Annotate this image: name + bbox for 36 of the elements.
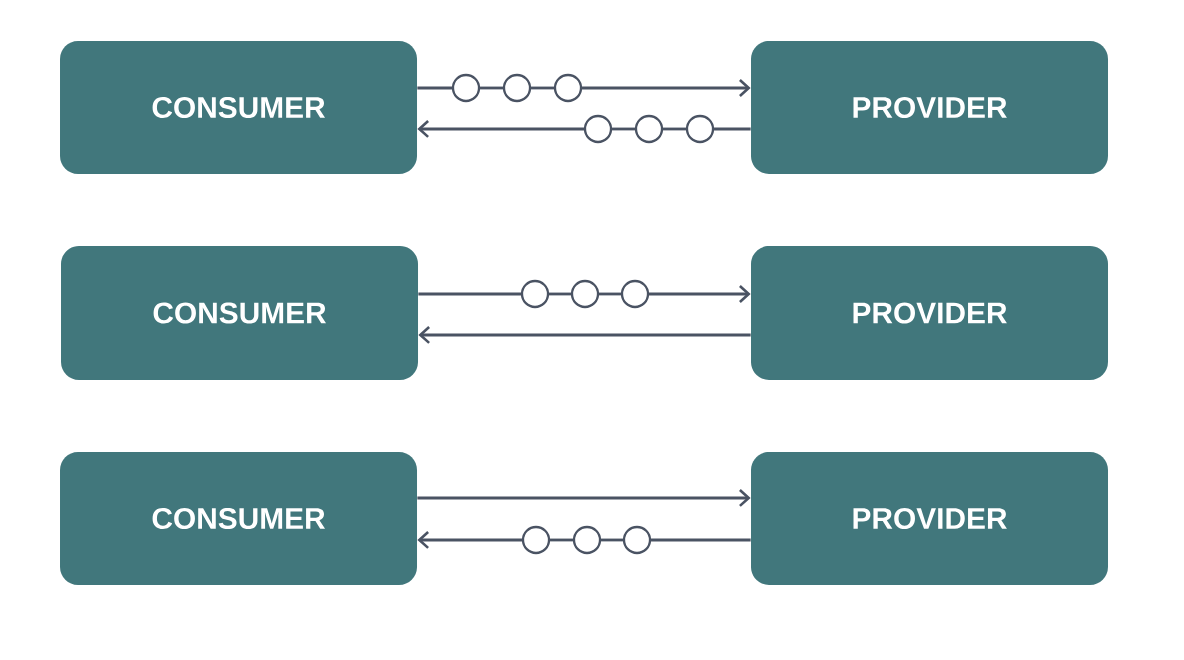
rounded-box: PROVIDER	[751, 41, 1108, 174]
rounded-box: CONSUMER	[60, 41, 417, 174]
connector-line	[600, 538, 624, 542]
circle-marker	[620, 279, 650, 309]
connector-line	[650, 538, 751, 542]
connector-line	[598, 292, 622, 296]
connector-line	[549, 538, 574, 542]
circle-marker	[685, 114, 715, 144]
circle-marker	[583, 114, 613, 144]
rounded-box: PROVIDER	[751, 452, 1108, 585]
rounded-box: PROVIDER	[751, 246, 1108, 380]
arrow	[418, 326, 751, 344]
circle-marker	[572, 525, 602, 555]
connector-line	[479, 86, 504, 90]
arrow	[417, 531, 523, 549]
circle-marker	[502, 73, 532, 103]
circle-marker	[622, 525, 652, 555]
connector-line	[611, 127, 636, 131]
connector-line	[548, 292, 572, 296]
circle-marker	[570, 279, 600, 309]
arrow	[648, 285, 751, 303]
connector-line	[418, 292, 522, 296]
connector-line	[530, 86, 555, 90]
circle-marker	[634, 114, 664, 144]
rounded-box: CONSUMER	[61, 246, 418, 380]
arrow	[417, 120, 585, 138]
circle-marker	[521, 525, 551, 555]
connector-line	[713, 127, 751, 131]
rounded-box: CONSUMER	[60, 452, 417, 585]
circle-marker	[451, 73, 481, 103]
circle-marker	[520, 279, 550, 309]
arrow	[581, 79, 751, 97]
connector-line	[417, 86, 453, 90]
circle-marker	[553, 73, 583, 103]
arrow	[417, 489, 751, 507]
connector-line	[662, 127, 687, 131]
